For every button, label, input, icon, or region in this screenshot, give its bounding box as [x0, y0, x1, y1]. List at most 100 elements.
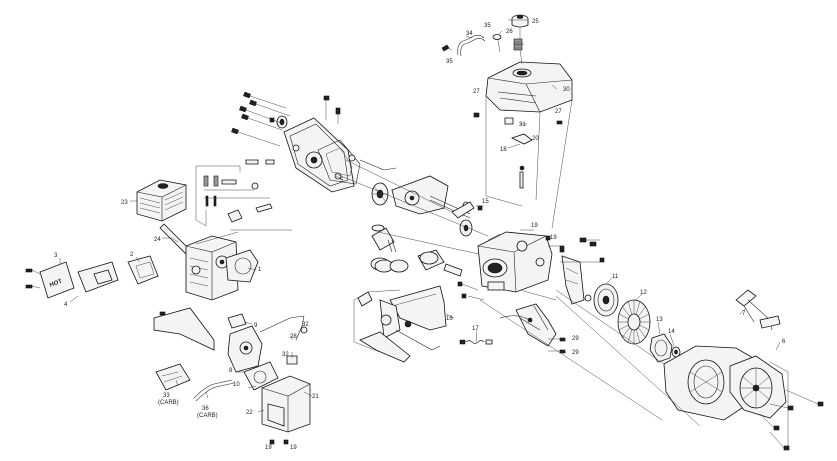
callout-26: 26 [506, 29, 513, 35]
air-filter-elbow [243, 361, 279, 391]
callout-32-a: 32 [302, 322, 309, 328]
callout-29-b: 29 [572, 350, 579, 356]
carb-heat-shield [155, 363, 191, 391]
carburetor [227, 313, 263, 373]
spark-plug-bolts [548, 337, 566, 354]
callout-19-b: 19 [550, 235, 557, 241]
callout-27-a: 27 [473, 89, 480, 95]
valve-cover-bracket [195, 165, 241, 227]
callout-13: 13 [656, 317, 663, 323]
callout-25: 25 [532, 19, 539, 25]
governor-bracket [153, 307, 215, 351]
air-filter-box [261, 375, 311, 433]
callout-34: 34 [466, 31, 473, 37]
cooling-fan [617, 299, 651, 345]
head-gasket [225, 249, 259, 283]
governor-arm [451, 201, 483, 219]
ignition-wire [499, 315, 533, 323]
callout-6: 6 [782, 339, 786, 345]
piston [417, 249, 445, 271]
dipstick [348, 154, 397, 171]
flywheel-nut [671, 346, 681, 358]
callout-31: 31 [519, 122, 526, 128]
callout-22: 22 [246, 410, 253, 416]
carb-bolts [269, 439, 289, 445]
piston-rings [370, 257, 409, 273]
fuel-cap [511, 14, 529, 28]
callout-numbers: 1 2 3 4 5 6 7 8 9 10 11 12 13 14 15 16 1… [54, 19, 786, 451]
crank-case-base-bolts [457, 281, 485, 301]
crankcase-gasket [317, 139, 361, 185]
fuel-strainer [513, 38, 523, 51]
wrist-pin [443, 263, 463, 277]
rocker-parts [195, 159, 292, 245]
callout-3: 3 [54, 253, 58, 259]
intake-manifold-gasket [127, 255, 159, 285]
stop-switch-lever [359, 331, 411, 363]
cover-bolts [231, 91, 341, 147]
fuel-tank-cap-gasket [492, 34, 502, 40]
starter-handle [735, 289, 781, 331]
carb-note-a: (CARB) [158, 400, 179, 406]
callout-23: 23 [121, 200, 128, 206]
intake-pipe [159, 223, 191, 255]
callout-36: 36 [202, 406, 209, 412]
leader-lines [59, 19, 781, 413]
callout-7: 7 [742, 311, 746, 317]
callout-12: 12 [640, 290, 647, 296]
crankcase-cover [283, 117, 355, 193]
exhaust-gasket [77, 261, 119, 293]
callout-1: 1 [258, 267, 262, 273]
tank-mount-bolts [473, 112, 563, 189]
callout-14: 14 [668, 329, 675, 335]
callout-11: 11 [612, 274, 619, 280]
callout-35-a: 35 [484, 23, 491, 29]
callout-29-a: 29 [572, 336, 579, 342]
callout-16: 16 [446, 316, 453, 322]
control-bracket [389, 285, 447, 331]
small-hardware-right [545, 235, 605, 302]
governor-spring [459, 339, 493, 345]
callout-15: 15 [482, 199, 489, 205]
callout-20: 20 [532, 136, 539, 142]
callout-2: 2 [130, 252, 134, 258]
muffler-plate: HOT [39, 261, 75, 299]
cylinder-head [185, 235, 239, 301]
callout-35-b: 35 [446, 59, 453, 65]
callout-27-b: 27 [555, 109, 562, 115]
callout-21: 21 [312, 394, 319, 400]
recoil-starter [729, 355, 787, 419]
fuel-tank [485, 61, 573, 113]
carb-note-b: (CARB) [197, 413, 218, 419]
callout-17: 17 [472, 326, 479, 332]
callout-24: 24 [154, 237, 161, 243]
callout-18: 18 [500, 147, 507, 153]
starter-cup [649, 333, 673, 363]
air-cleaner-housing [136, 179, 187, 222]
recoil-shroud-plate [561, 255, 585, 305]
callout-9: 9 [254, 323, 258, 329]
callout-5: 5 [340, 178, 344, 184]
camshaft-gear [371, 182, 389, 206]
callout-19-c: 19 [265, 445, 272, 451]
piston-and-rod [371, 224, 397, 253]
muffler-mark-text: HOT [49, 279, 63, 289]
callout-30: 30 [563, 87, 570, 93]
flywheel [593, 283, 619, 317]
fuel-hose [441, 35, 486, 57]
blower-bolts [759, 389, 824, 451]
callout-28: 28 [290, 334, 297, 340]
callout-19-d: 19 [290, 445, 297, 451]
callout-32-b: 32 [282, 352, 289, 358]
fuel-line-carb [193, 379, 235, 402]
throttle-lever [357, 291, 441, 351]
callout-33: 33 [163, 393, 170, 399]
callout-10: 10 [233, 382, 240, 388]
throttle-rod [259, 315, 308, 365]
callout-19-a: 19 [531, 223, 538, 229]
callout-8: 8 [229, 368, 233, 374]
callout-4: 4 [64, 302, 68, 308]
ignition-coil-bracket [515, 303, 557, 347]
crankcase-block [477, 229, 553, 293]
